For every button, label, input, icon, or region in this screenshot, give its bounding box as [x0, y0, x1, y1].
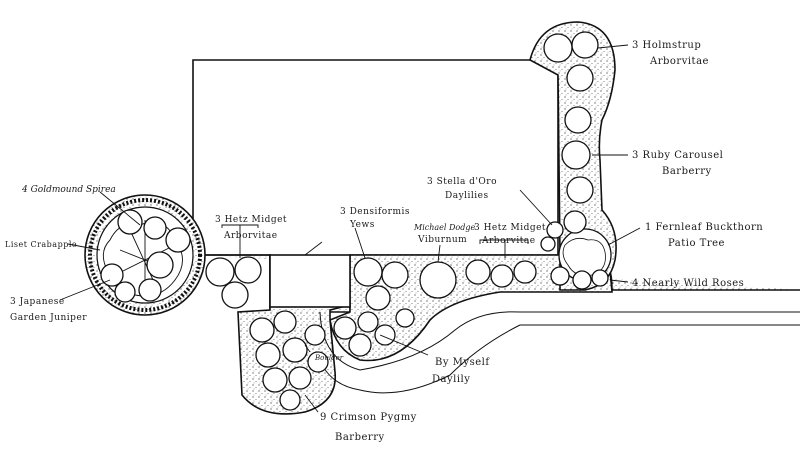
- walkway-edge-lower: [319, 324, 800, 394]
- label-juniper-2: Garden Juniper: [10, 313, 87, 323]
- juniper-shrub: [114, 281, 136, 303]
- leader-by-myself: [379, 334, 429, 356]
- buckthorn-canopy: [562, 237, 606, 276]
- leader-boulder: [304, 344, 311, 353]
- label-nearly-wild: 4 Nearly Wild Roses: [632, 278, 744, 289]
- crimson-pygmy-shrub: [307, 351, 329, 373]
- label-juniper-1: 3 Japanese: [10, 297, 65, 307]
- leader-holmstrup: [597, 44, 629, 49]
- daylily-clump: [348, 333, 372, 357]
- label-holmstrup-2: Arborvitae: [649, 56, 709, 67]
- hetz-midget-shrub: [234, 256, 262, 284]
- spirea-shrub: [117, 209, 143, 235]
- hetz-midget-shrub: [465, 259, 491, 285]
- label-crabapple: Liset Crabapple: [5, 240, 77, 249]
- spirea-shrub: [143, 216, 167, 240]
- leader-hetz-left: [221, 224, 259, 258]
- round-bed-border: [88, 198, 202, 312]
- label-hetz-right-1: 3 Hetz Midget: [474, 223, 546, 233]
- crimson-pygmy-shrub: [279, 389, 301, 411]
- leader-juniper: [59, 279, 111, 301]
- label-densiformis-1: 3 Densiformis: [340, 207, 410, 217]
- leader-goldmound: [99, 191, 141, 226]
- leader-crabapple: [67, 243, 101, 251]
- label-by-myself-1: By Myself: [435, 357, 490, 368]
- porch-rectangle: [269, 254, 351, 308]
- crimson-pygmy-shrub: [304, 324, 326, 346]
- crimson-pygmy-shrub: [255, 342, 281, 368]
- daylily-clump: [357, 311, 379, 333]
- densiformis-yew: [381, 261, 409, 289]
- spirea-shrub: [165, 227, 191, 253]
- densiformis-yew: [365, 285, 391, 311]
- daylily-clump: [374, 324, 396, 346]
- label-fernleaf-1: 1 Fernleaf Buckthorn: [645, 222, 763, 233]
- label-hetz-right-2: Arborvitae: [481, 236, 536, 246]
- holmstrup-arborvitae: [543, 33, 573, 63]
- leader-crimson: [304, 394, 319, 413]
- hetz-midget-shrub: [490, 264, 514, 288]
- label-by-myself-2: Daylily: [432, 374, 470, 385]
- viburnum-shrub: [419, 261, 457, 299]
- label-michael-dodge-2: Viburnum: [417, 235, 467, 245]
- spirea-shrub: [146, 251, 174, 279]
- label-crimson-2: Barberry: [335, 432, 385, 443]
- hetz-midget-shrub: [513, 260, 537, 284]
- label-holmstrup-1: 3 Holmstrup: [632, 40, 701, 51]
- daylily-clump: [395, 308, 415, 328]
- nearly-wild-rose: [591, 269, 609, 287]
- label-densiformis-2: Yews: [349, 220, 375, 230]
- leader-hetz-right: [479, 239, 529, 258]
- juniper-shrub: [138, 278, 162, 302]
- holmstrup-arborvitae: [566, 64, 594, 92]
- daylily-clump: [333, 316, 357, 340]
- label-hetz-left-2: Arborvitae: [223, 231, 278, 241]
- crabapple-canopy: [102, 220, 183, 300]
- ruby-carousel-barberry: [564, 106, 592, 134]
- crimson-pygmy-shrub: [249, 317, 275, 343]
- label-stella-2: Daylilies: [445, 191, 489, 201]
- walkway-edge-upper: [319, 311, 800, 371]
- label-ruby-1: 3 Ruby Carousel: [632, 150, 723, 161]
- label-stella-1: 3 Stella d'Oro: [427, 177, 497, 187]
- leader-stella: [519, 189, 553, 226]
- crimson-pygmy-shrub: [288, 366, 312, 390]
- ruby-carousel-barberry: [566, 176, 594, 204]
- leader-fernleaf: [607, 227, 641, 246]
- juniper-shrub: [100, 263, 124, 287]
- crimson-pygmy-shrub: [282, 337, 308, 363]
- nearly-wild-rose: [572, 270, 592, 290]
- label-crimson-1: 9 Crimson Pygmy: [320, 412, 417, 423]
- ruby-carousel-barberry: [561, 140, 591, 170]
- stella-daylily: [546, 221, 564, 239]
- crimson-pygmy-shrub: [262, 367, 288, 393]
- leader-nearly-wild: [609, 279, 629, 283]
- densiformis-yew: [353, 257, 383, 287]
- label-goldmound: 4 Goldmound Spirea: [21, 185, 116, 195]
- nearly-wild-rose: [550, 266, 570, 286]
- hetz-midget-shrub: [221, 281, 249, 309]
- crimson-pygmy-shrub: [273, 310, 297, 334]
- stella-daylily: [540, 236, 556, 252]
- leader-porch-arrow: [304, 241, 323, 256]
- ruby-carousel-barberry: [563, 210, 587, 234]
- label-ruby-2: Barberry: [662, 166, 712, 177]
- holmstrup-arborvitae: [571, 31, 599, 59]
- label-boulder: Boulder: [314, 354, 344, 362]
- label-fernleaf-2: Patio Tree: [668, 238, 725, 249]
- label-hetz-left-1: 3 Hetz Midget: [215, 215, 287, 225]
- leader-densiformis: [354, 227, 366, 259]
- hetz-midget-shrub: [205, 257, 235, 287]
- leader-michael-dodge: [437, 244, 441, 263]
- label-michael-dodge-1: Michael Dodge: [413, 223, 475, 232]
